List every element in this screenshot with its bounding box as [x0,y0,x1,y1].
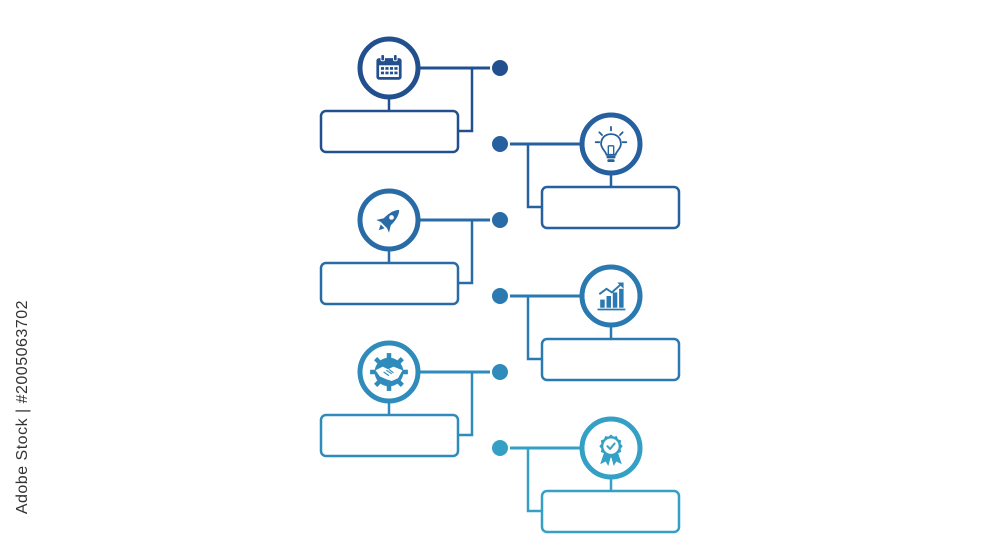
icon-circle [579,264,643,328]
text-box [319,261,460,306]
elbow-connector [526,448,542,513]
chart-icon [597,282,626,311]
text-box [540,489,681,534]
elbow-connector [526,296,542,361]
timeline-node [490,362,510,382]
timeline-node [490,210,510,230]
timeline-step-4 [490,264,681,382]
text-box [319,109,460,154]
timeline-step-1 [319,36,510,154]
elbow-connector [458,372,474,437]
calendar-icon [376,54,402,80]
timeline-step-6 [490,416,681,534]
timeline-node [490,438,510,458]
text-box [319,413,460,458]
timeline-node [490,286,510,306]
elbow-connector [458,220,474,285]
award-icon [599,434,623,466]
timeline-node [490,58,510,78]
elbow-connector [458,68,474,133]
icon-circle [579,112,643,176]
handshake-icon [370,353,408,391]
lightbulb-icon [594,125,628,162]
text-box [540,337,681,382]
timeline-step-2 [490,112,681,230]
timeline-step-3 [319,188,510,306]
text-box [540,185,681,230]
watermark-text: Adobe Stock | #200506370​2 [14,300,31,515]
elbow-connector [526,144,542,209]
timeline-node [490,134,510,154]
timeline-step-5 [319,340,510,458]
